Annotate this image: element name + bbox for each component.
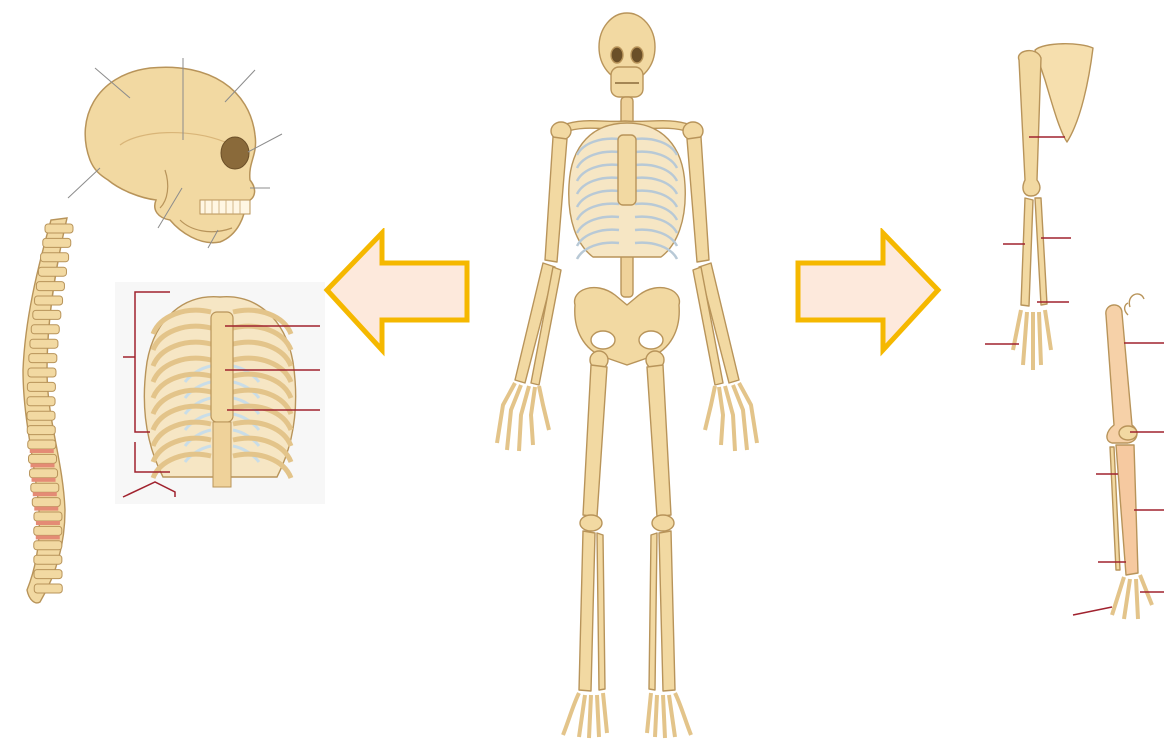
vertebra [34, 526, 62, 535]
intervertebral-disc [30, 449, 54, 453]
patella [1119, 426, 1137, 440]
vertebra [29, 354, 57, 363]
intervertebral-disc [34, 507, 58, 511]
humerus [1019, 51, 1041, 196]
scapula [1035, 44, 1093, 142]
vertebra [45, 224, 73, 233]
vertebra [30, 469, 58, 478]
vertebra [28, 440, 56, 449]
vertebra [27, 397, 55, 406]
vertebra [38, 267, 66, 276]
lower-limb-figure [1068, 285, 1167, 630]
hip-fragment [1125, 294, 1144, 315]
radius [1035, 198, 1047, 305]
vertebra [35, 296, 63, 305]
vertebra [43, 238, 71, 247]
thoracic-vertebrae [213, 422, 231, 487]
skeleton-pelvis [575, 288, 680, 365]
vertebra [29, 454, 57, 463]
vertebra [32, 498, 60, 507]
intervertebral-disc [36, 521, 60, 525]
vertebra [34, 512, 62, 521]
vertebral-column-figure [5, 210, 95, 610]
arrow-right-icon [793, 228, 943, 358]
intervertebral-disc [32, 478, 56, 482]
intervertebral-disc [36, 535, 60, 539]
vertebra [27, 382, 55, 391]
intervertebral-disc [33, 492, 57, 496]
vertebra [36, 282, 64, 291]
hand-bones [1013, 310, 1051, 370]
skeleton-sternum [618, 135, 636, 205]
skeleton-leg-left [563, 351, 608, 738]
foot-bones [1112, 575, 1152, 619]
vertebra [27, 411, 55, 420]
vertebra [34, 555, 62, 564]
full-skeleton-figure [475, 5, 805, 740]
femur [1106, 305, 1137, 443]
skeleton-leg-right [646, 351, 691, 738]
vertebra [31, 483, 59, 492]
vertebra [33, 310, 61, 319]
skeleton-skull [599, 13, 655, 97]
skeleton-arm-right [683, 122, 757, 451]
vertebra [34, 584, 62, 593]
vertebra [34, 570, 62, 579]
vertebra [28, 368, 56, 377]
skeleton-arm-left [497, 122, 571, 451]
vertebra [27, 426, 55, 435]
ulna [1021, 198, 1033, 306]
sternum [211, 312, 233, 422]
arrow-left-icon [322, 228, 472, 358]
thorax-figure [115, 282, 325, 504]
skull-bone [85, 67, 255, 243]
vertebra [41, 253, 69, 262]
vertebra [31, 325, 59, 334]
vertebra [34, 541, 62, 550]
vertebra [30, 339, 58, 348]
intervertebral-disc [31, 463, 55, 467]
